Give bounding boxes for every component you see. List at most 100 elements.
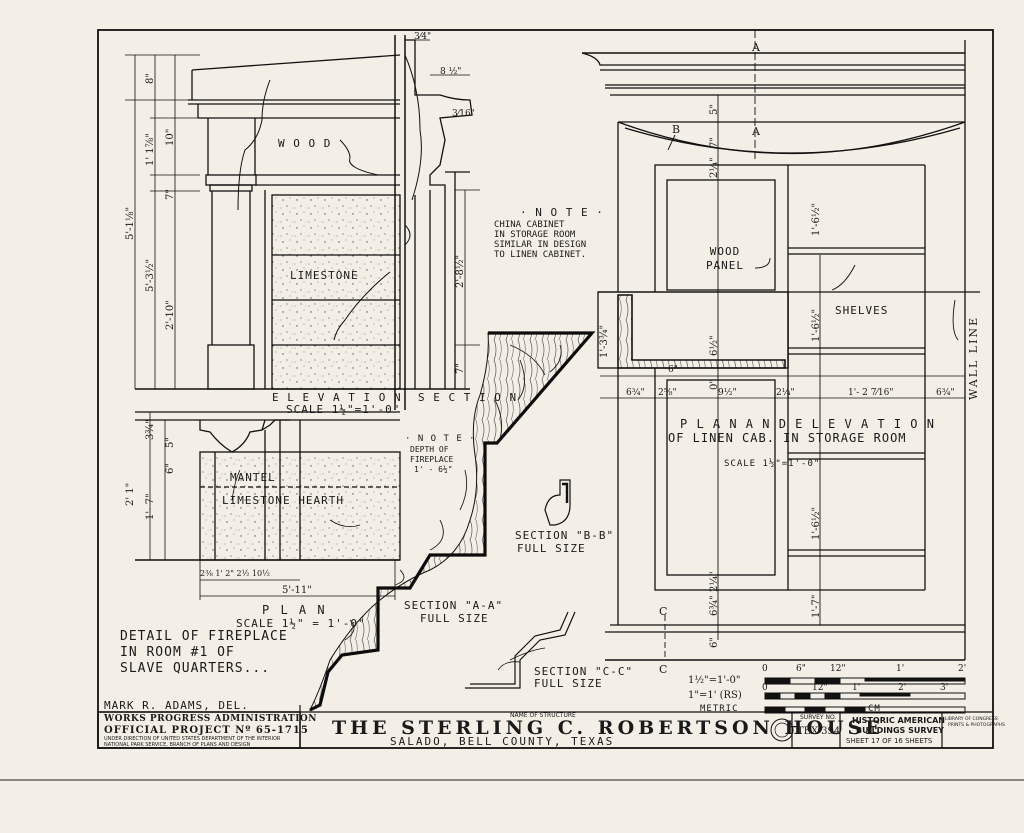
section-bb-profile — [544, 479, 571, 526]
limestone-label: LIMESTONE — [290, 269, 359, 282]
scale-row3-label: METRIC — [700, 704, 739, 714]
cab-dim-1-7: 1'-7" — [811, 594, 822, 618]
note-depth-heading: · N O T E · — [405, 434, 476, 444]
fireplace-plan — [135, 411, 401, 561]
note-cabinet-line-1: CHINA CABINET — [494, 220, 565, 230]
note-depth-line-3: 1' - 6½" — [414, 465, 453, 474]
section-mark-c-bottom: C — [659, 663, 668, 676]
cabinet-elevation — [581, 40, 980, 661]
scale-tick1-2: 12" — [830, 664, 846, 674]
cab-dim-1-6-1-2-b: 1'-6½" — [811, 308, 822, 342]
section-mark-a-top: A — [752, 41, 760, 54]
dim-5-1-1-8: 5'-1⅛" — [125, 206, 136, 240]
scale-tick2-2: 1' — [852, 683, 861, 693]
cab-dim-1-6-1-2-c: 1'-6½" — [811, 506, 822, 540]
name-caption: NAME OF STRUCTURE — [510, 712, 576, 719]
dim-5-3-1-2: 5'-3½" — [145, 258, 156, 292]
sheet-border — [97, 29, 994, 749]
fireplace-section — [404, 39, 473, 389]
cab-dim-1-3-3-4: 1'-3¾" — [599, 324, 610, 358]
dim-5: 5" — [165, 437, 176, 448]
dim-8: 8" — [145, 73, 156, 84]
cab-dim-2-1-4c: 2¼" — [709, 571, 720, 592]
section-mark-a-arrow: A — [752, 125, 760, 138]
section-aa-profile — [308, 331, 596, 712]
section-mark-b: B — [672, 123, 681, 136]
dim-7: 7" — [165, 189, 176, 200]
cabinet-dims — [664, 30, 959, 660]
cab-dim-6b: 6" — [668, 365, 678, 375]
scale-tick2-0: 0 — [762, 683, 768, 693]
survey-caption: SURVEY NO. — [800, 714, 837, 721]
elevation-label: E L E V A T I O N — [272, 391, 402, 404]
section-aa-title: SECTION "A-A" — [404, 599, 504, 612]
section-bb-sub: FULL SIZE — [517, 542, 586, 555]
dim-7-bottom: 7" — [455, 363, 466, 374]
structure-location: SALADO, BELL COUNTY, TEXAS — [390, 735, 615, 748]
note-depth-line-2: FIREPLACE — [410, 455, 454, 464]
dim-3-3-4: 3¾" — [145, 419, 156, 440]
habs-line-1: HISTORIC AMERICAN — [852, 716, 945, 725]
cab-dim-6-1-2: 6½" — [709, 335, 720, 356]
dim-1-1-7-8: 1' 1⅞" — [145, 133, 156, 166]
cab-dim-2-1-4b: 2¼" — [776, 388, 795, 398]
scale-row1-label: 1½"=1'-0" — [688, 675, 741, 686]
section-cc-sub: FULL SIZE — [534, 677, 603, 690]
section-label: S E C T I O N — [418, 391, 518, 404]
structure-name: THE STERLING C. ROBERTSON HOUSE — [332, 717, 884, 739]
wall-line-label: WALL LINE — [967, 315, 980, 400]
section-cc-profile — [465, 611, 576, 689]
dim-2-10: 2'-10" — [165, 300, 176, 330]
elevation-scale: SCALE 1½"=1'-0" — [286, 403, 401, 416]
cab-dim-9-1-2: 9½" — [718, 388, 737, 398]
cabinet-scale: SCALE 1½"=1'-0" — [724, 459, 821, 469]
cab-dim-2-1-4a: 2¼" — [709, 157, 720, 178]
wpa-line: WORKS PROGRESS ADMINISTRATION — [104, 714, 317, 724]
dim-2-8-1-2: 2'-8½" — [455, 254, 466, 288]
project-line: OFFICIAL PROJECT Nº 65-1715 — [104, 725, 309, 736]
wood-panel-label: WOOD PANEL — [705, 245, 745, 273]
library-line-2: PRINTS & PHOTOGRAPHS — [948, 723, 1005, 728]
cabinet-title-line-1: P L A N A N D E L E V A T I O N — [680, 417, 935, 431]
scale-tick1-3: 1' — [896, 664, 905, 674]
scale-tick2-4: 3' — [940, 683, 949, 693]
dim-3-16: 3⁄16" — [452, 109, 475, 119]
fireplace-elevation — [135, 35, 470, 410]
scale-tick1-1: 6" — [796, 664, 806, 674]
section-mark-c-top: C — [659, 605, 668, 618]
section-cc-title: SECTION "C-C" — [534, 665, 634, 678]
dim-8-1-2: 8 ½" — [440, 67, 462, 77]
cab-dim-6-3-4b: 6¾" — [936, 388, 955, 398]
scale-tick1-4: 2' — [958, 664, 967, 674]
scale-tick2-1: 12" — [812, 683, 828, 693]
detail-title-line-3: SLAVE QUARTERS... — [120, 661, 271, 676]
cab-dim-6-3-4a: 6¾" — [626, 388, 645, 398]
scale-bars — [764, 677, 966, 714]
under-line-2: NATIONAL PARK SERVICE, BRANCH OF PLANS A… — [104, 742, 251, 748]
cab-dim-7: 7" — [709, 137, 720, 148]
scale-row2-label: 1"=1' (RS) — [688, 690, 742, 701]
cab-dim-5: 5" — [709, 104, 720, 115]
scale-tick1-0: 0 — [762, 664, 768, 674]
delineator: MARK R. ADAMS, DEL. — [104, 699, 249, 712]
survey-number: TEX-394 — [797, 726, 841, 737]
section-bb-title: SECTION "B-B" — [515, 529, 615, 542]
note-cabinet-line-3: SIMILAR IN DESIGN — [494, 240, 587, 250]
scale-tick2-3: 2' — [898, 683, 907, 693]
note-cabinet-heading: · N O T E · — [520, 206, 604, 219]
plan-scale: SCALE 1½" = 1'-0" — [236, 617, 366, 630]
mantel-label: MANTEL — [230, 471, 276, 484]
dim-10: 10" — [165, 128, 176, 146]
detail-title-line-2: IN ROOM #1 OF — [120, 645, 235, 660]
dim-3-4: 3⁄4" — [414, 32, 432, 42]
scale-row3-unit: CM — [868, 704, 881, 714]
title-block-frame — [97, 705, 993, 749]
cab-dim-1-6-1-2-a: 1'-6½" — [811, 202, 822, 236]
library-line-1: LIBRARY OF CONGRESS — [945, 717, 998, 722]
plan-bottom-dims: 2⅜ 1' 2" 2½ 10½ — [200, 569, 270, 578]
hearth-label: LIMESTONE HEARTH — [222, 494, 344, 507]
note-cabinet-line-4: TO LINEN CABINET. — [494, 250, 587, 260]
dim-5-11: 5'-11" — [282, 585, 312, 596]
cab-dim-6: 6" — [709, 637, 720, 648]
